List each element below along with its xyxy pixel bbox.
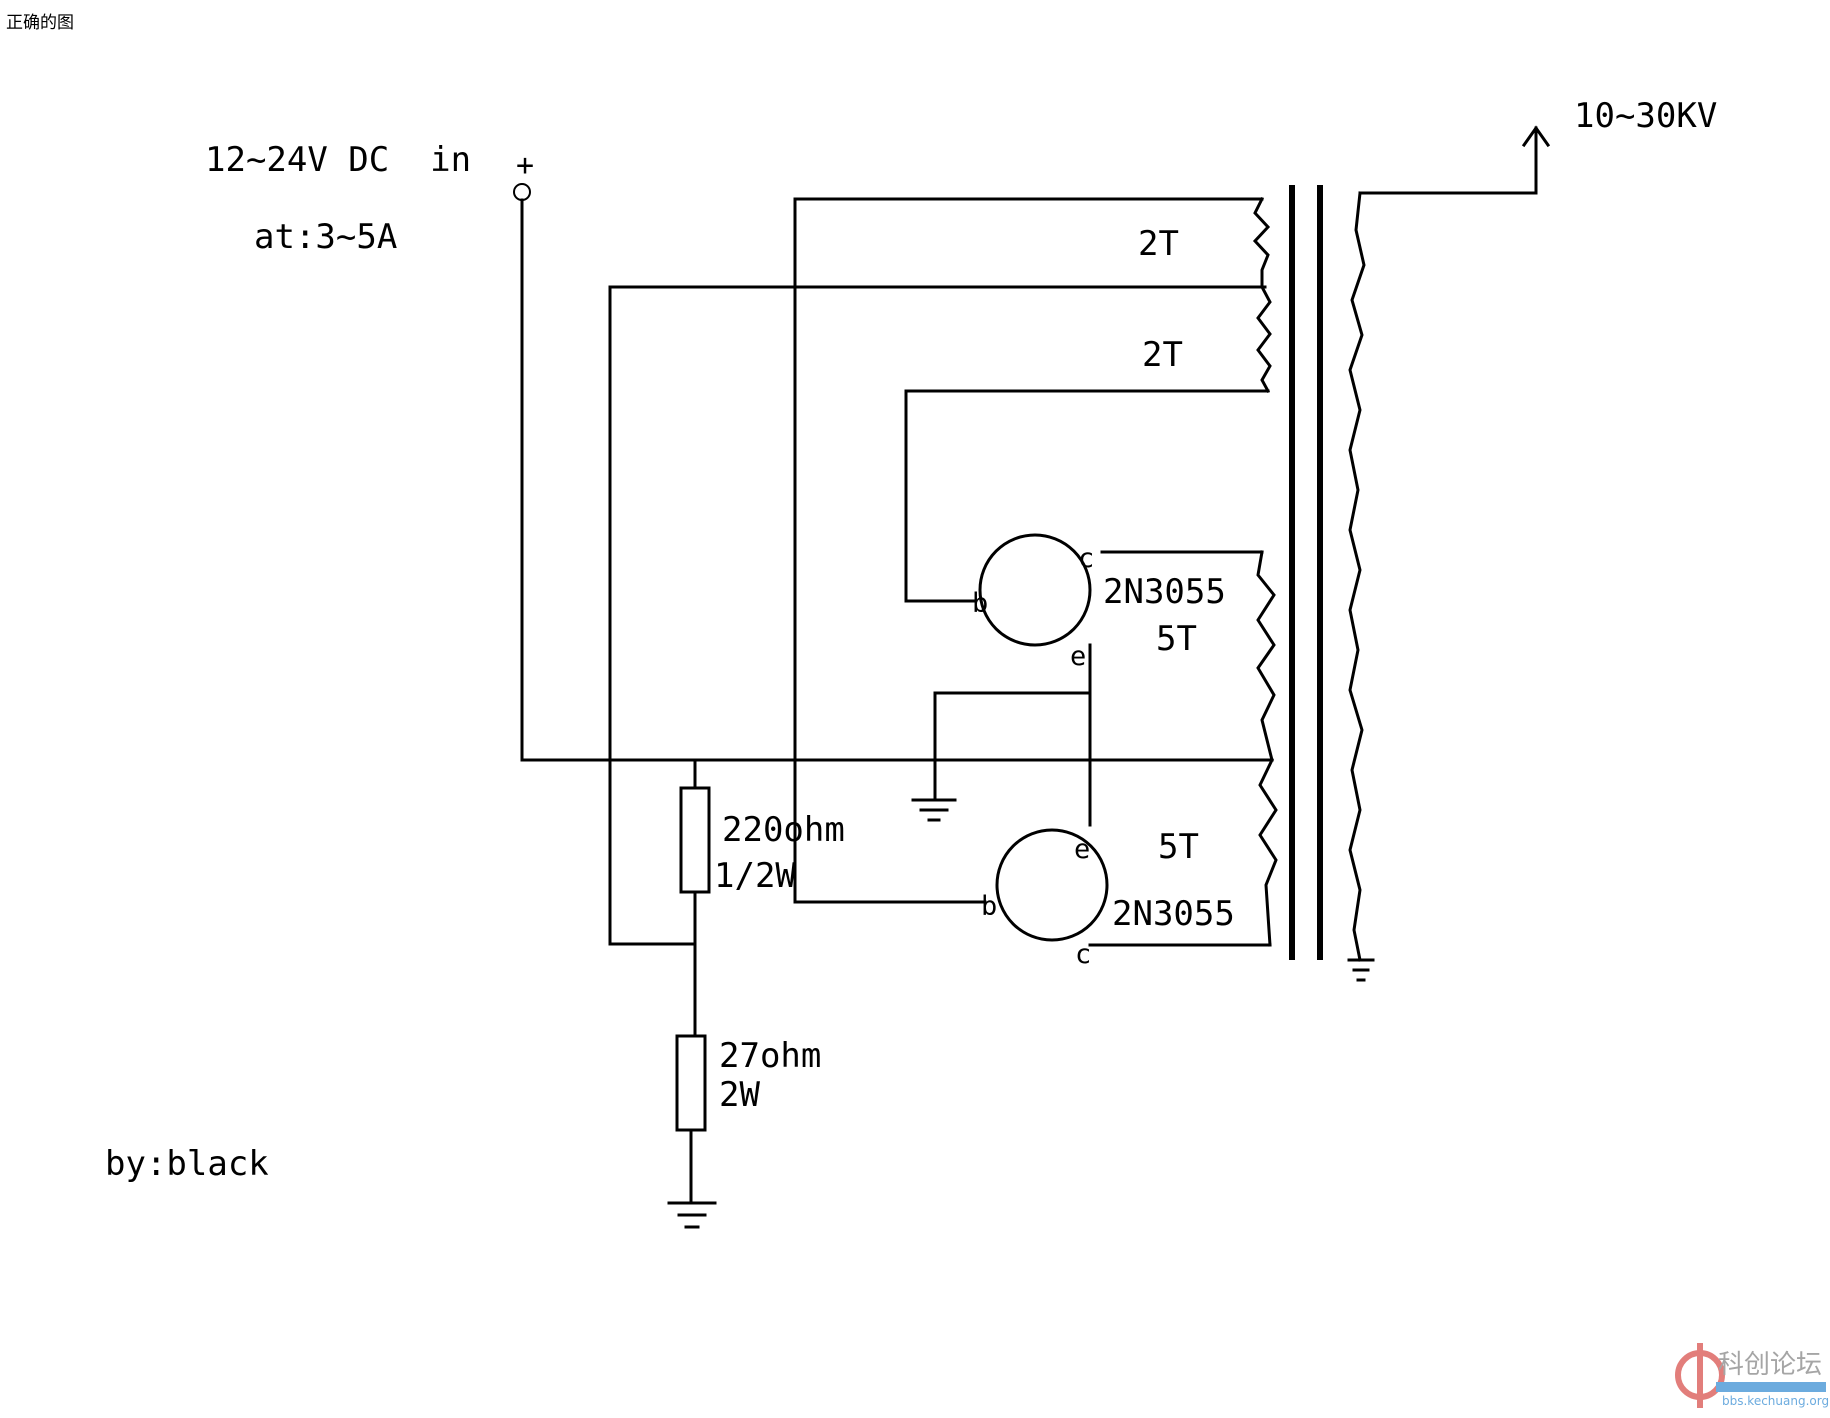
emitter-ground-wire [933,691,1092,802]
winding-label-5t-top: 5T [1156,619,1197,659]
q2-base-pin: b [981,891,997,922]
q2-model-label: 2N3055 [1112,894,1235,934]
watermark-url: bbs.kechuang.org [1722,1394,1829,1408]
transistor-q2: e b c 2N3055 [981,828,1235,970]
secondary-ground-icon [1347,958,1375,982]
q2-emitter-pin: e [1074,834,1090,865]
watermark-logo: 科创论坛 bbs.kechuang.org [1675,1343,1829,1408]
winding-label-5t-bottom: 5T [1158,827,1199,867]
resistor-r1: 220ohm 1/2W [679,758,845,1038]
feedback-wire-q2-base [793,197,1264,904]
transformer-core [1289,185,1323,960]
q1-emitter-pin: e [1070,641,1086,672]
feedback-wire-q1-base [904,389,1270,603]
input-voltage-label: 12~24V DC in [205,140,471,180]
transistor-q1: b c e 2N3055 [972,533,1226,672]
feedback-winding-bottom: 2T [1142,284,1272,394]
input-terminal: + [513,148,534,762]
feedback-wire-resistor [608,285,1267,946]
winding-label-2t-top: 2T [1138,224,1179,264]
winding-label-2t-bottom: 2T [1142,335,1183,375]
r1-power-label: 1/2W [714,856,796,896]
input-current-label: at:3~5A [254,217,397,257]
primary-winding-bottom: 5T [1158,757,1278,947]
feedback-winding-top: 2T [1138,196,1271,289]
plus-sign: + [516,148,534,183]
watermark-brand: 科创论坛 [1718,1350,1822,1380]
primary-winding-top: 5T [1156,550,1276,762]
q1-model-label: 2N3055 [1103,572,1226,612]
resistor-ground-icon [667,1201,717,1229]
page-caption: 正确的图 [6,13,74,33]
output-voltage-label: 10~30KV [1574,96,1717,136]
q2-collector-pin: c [1075,939,1091,970]
resistor-r2: 27ohm 2W [675,1034,821,1205]
q1-base-pin: b [972,588,988,619]
r2-value-label: 27ohm [719,1036,821,1076]
secondary-winding [1348,125,1551,962]
author-label: by:black [105,1144,269,1184]
q1-collector-pin: c [1078,543,1094,574]
r1-value-label: 220ohm [722,810,845,850]
r2-power-label: 2W [719,1075,760,1115]
emitter-ground-icon [911,798,957,822]
